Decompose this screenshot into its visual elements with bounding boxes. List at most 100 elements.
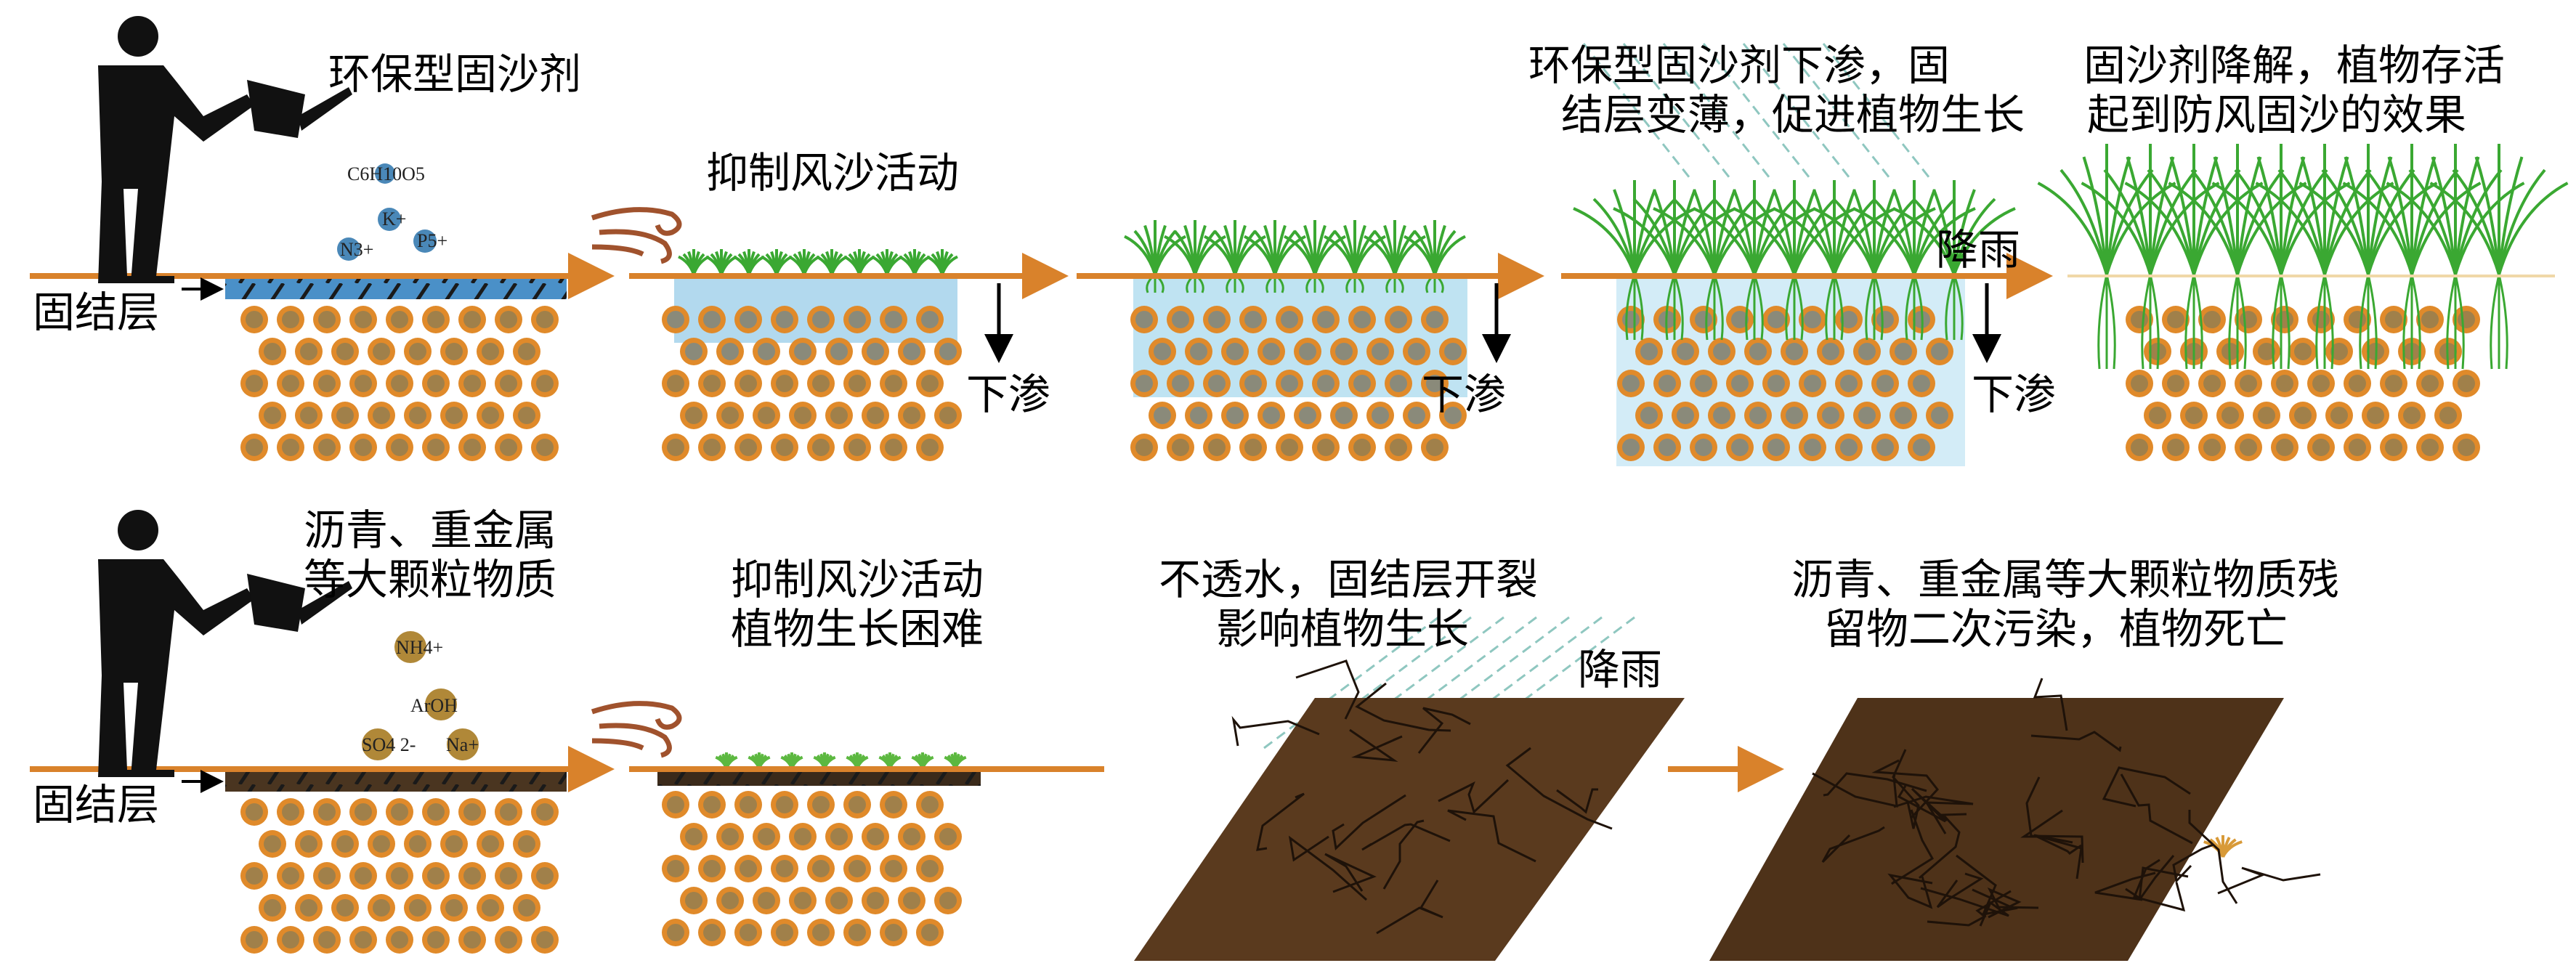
grass-blade xyxy=(2211,182,2283,275)
grass-blade xyxy=(2429,182,2500,275)
sand-particle-core xyxy=(740,311,757,328)
sand-particle-core xyxy=(1335,343,1353,360)
sand-particle-core xyxy=(463,931,481,948)
sand-particle-core xyxy=(427,311,445,328)
sand-particle-core xyxy=(921,860,939,877)
panel5-title-line2: 起到防风固沙的效果 xyxy=(2087,90,2466,139)
sand-particle-core xyxy=(794,828,811,845)
sand-particle-core xyxy=(1426,439,1443,456)
consolidation-layer-bad-p2-hatch xyxy=(657,770,981,786)
sand-particle-core xyxy=(427,375,445,392)
grass-root xyxy=(1873,274,1884,341)
sand-particle-core xyxy=(721,343,739,360)
soil-crack xyxy=(1897,785,1948,823)
grass-root xyxy=(2367,274,2378,370)
sand-particle-core xyxy=(740,439,757,456)
sand-particle-core xyxy=(1749,343,1767,360)
soil-crack xyxy=(1871,759,1939,819)
soil-crack xyxy=(1438,779,1510,814)
panel4-title-line1: 环保型固沙剂下渗，固 xyxy=(1528,41,1950,90)
sand-particle-core xyxy=(921,796,939,813)
person-body xyxy=(98,65,254,283)
sand-particle-core xyxy=(1840,311,1858,328)
sand-particle-core xyxy=(685,343,702,360)
grass-blade xyxy=(2410,168,2459,275)
sand-particle-core xyxy=(1190,343,1207,360)
sand-particle-core xyxy=(336,899,354,917)
sand-particle-core xyxy=(1876,439,1894,456)
sand-particle-core xyxy=(1677,343,1694,360)
sand-particle-core xyxy=(536,311,554,328)
sand-particle-core xyxy=(246,803,263,821)
soil-crack xyxy=(1324,853,1377,893)
grass-blade xyxy=(2365,168,2413,275)
wind-icon xyxy=(591,244,644,257)
layer-label: 固结层 xyxy=(33,288,159,337)
sand-particle-core xyxy=(1858,407,1876,424)
sand-particle-core xyxy=(2240,375,2257,392)
soil-crack xyxy=(2217,866,2321,895)
sand-particle-core xyxy=(667,375,684,392)
grass-blade xyxy=(2192,168,2241,275)
grass-blade xyxy=(2149,168,2198,275)
sand-particle-core xyxy=(2203,311,2221,328)
sand-particle-core xyxy=(1408,407,1425,424)
sand-particle-core xyxy=(867,407,884,424)
chem-n: N3+ xyxy=(340,239,373,260)
grass-blade xyxy=(2236,156,2262,275)
grass-blade xyxy=(2190,168,2239,275)
sand-particle-core xyxy=(336,343,354,360)
sand-particle-core xyxy=(264,407,281,424)
sand-particle-core xyxy=(500,375,517,392)
soil-crack xyxy=(1349,728,1403,763)
sand-particle-core xyxy=(536,931,554,948)
grass-root xyxy=(2184,274,2195,370)
sand-particle-core xyxy=(463,867,481,885)
sand-particle-core xyxy=(300,407,317,424)
soil-crack xyxy=(1821,826,1885,864)
grass-root xyxy=(2149,274,2160,370)
soil-crack xyxy=(1936,872,1984,909)
sand-particle-core xyxy=(282,931,299,948)
sand-particle-core xyxy=(318,867,336,885)
grass-blade xyxy=(2126,156,2152,275)
consolidation-layer-bad-hatch xyxy=(225,770,567,792)
sand-particle-core xyxy=(1840,375,1858,392)
grass-blade xyxy=(2300,156,2326,275)
sand-particle-core xyxy=(2312,439,2330,456)
sand-particle-core xyxy=(2312,375,2330,392)
sand-particle-core xyxy=(1622,375,1640,392)
sand-particle-core xyxy=(500,311,517,328)
soil-crack xyxy=(1332,794,1406,851)
grass-root xyxy=(1785,274,1796,341)
sand-particle-core xyxy=(2312,311,2330,328)
sand-particle-core xyxy=(1353,439,1371,456)
sand-particle-core xyxy=(848,375,866,392)
sand-particle-core xyxy=(685,892,702,909)
wind-icons xyxy=(591,207,682,758)
sand-particle-core xyxy=(1208,375,1226,392)
sand-particle-core xyxy=(812,860,830,877)
rain-label: 降雨 xyxy=(1578,645,1662,694)
sand-particle-core xyxy=(1208,439,1226,456)
grass-blade xyxy=(2321,168,2370,275)
wind-icon xyxy=(599,229,672,264)
sand-particle-core xyxy=(391,311,408,328)
sand-particle-core xyxy=(1353,375,1371,392)
grass-blade xyxy=(2147,168,2195,275)
grass-root xyxy=(2192,274,2203,370)
sand-particle-core xyxy=(1640,407,1658,424)
sand-particle-core xyxy=(776,439,793,456)
sand-particle-core xyxy=(667,311,684,328)
sand-particle-core xyxy=(336,407,354,424)
soil-crack xyxy=(1382,819,1425,890)
grass-root xyxy=(2446,274,2457,370)
sand-particle-core xyxy=(409,407,426,424)
sand-particle-core xyxy=(903,828,920,845)
rain-streak xyxy=(1822,43,1934,182)
rain-label: 降雨 xyxy=(1936,225,2020,275)
rain-streak xyxy=(1702,43,1814,182)
grass-blade xyxy=(2236,168,2285,275)
sand-particle-core xyxy=(2421,375,2439,392)
soil-crack xyxy=(1417,707,1471,754)
